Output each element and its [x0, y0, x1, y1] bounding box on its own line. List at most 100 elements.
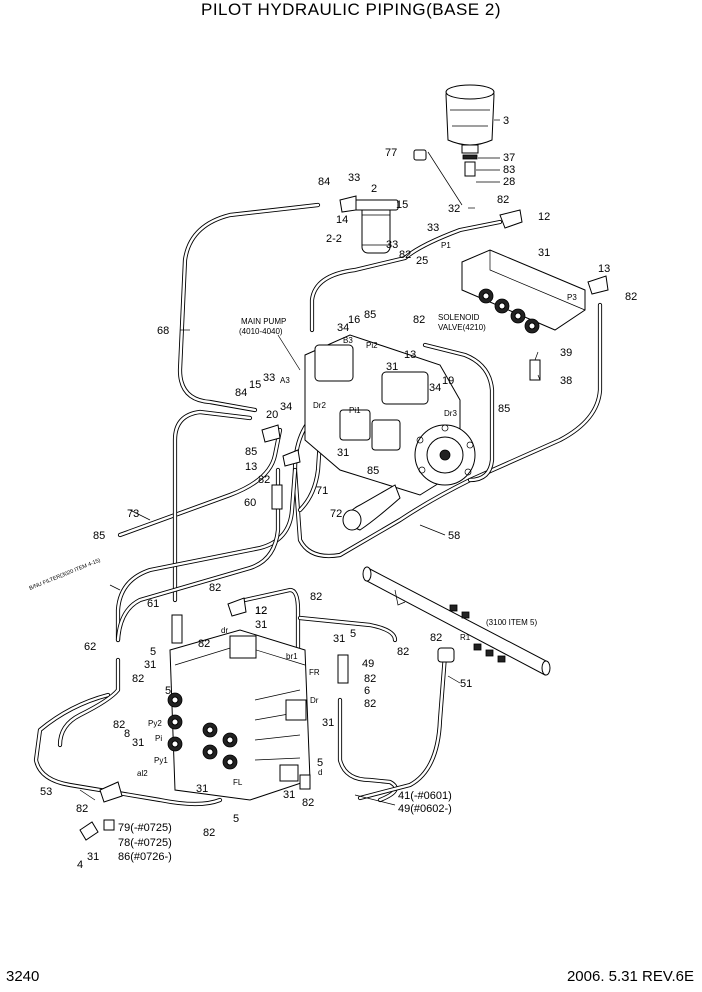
callout: 85 [498, 403, 510, 415]
callout: 85 [367, 465, 379, 477]
callout: 77 [385, 147, 397, 159]
callout: 19 [442, 375, 454, 387]
callout: 72 [330, 508, 342, 520]
callout: 82 [113, 719, 125, 731]
callout: 71 [316, 485, 328, 497]
callout: 84 [318, 176, 330, 188]
callout: 12 [255, 605, 267, 617]
solenoid-valve-ref: VALVE(4210) [438, 323, 486, 332]
callout: 4 [77, 859, 83, 871]
callout: 73 [127, 508, 139, 520]
callout: 49(#0602-) [398, 803, 452, 815]
callout: 82 [198, 638, 210, 650]
callout: 82 [203, 827, 215, 839]
callout: Dr2 [313, 401, 326, 410]
callout: 53 [40, 786, 52, 798]
callout: 85 [245, 446, 257, 458]
callout: 61 [147, 598, 159, 610]
callout: 82 [497, 194, 509, 206]
piping-diagram: MAIN PUMP (4010-4040) SOLENOID VALVE(421… [29, 84, 637, 871]
callout: 82 [364, 673, 376, 685]
callout: 12 [255, 605, 267, 617]
callout-labels: 3 77 37 83 28 32 82 12 31 13 82 P3 2 84 … [40, 115, 637, 871]
fittings [79, 149, 609, 841]
callout: P3 [567, 293, 577, 302]
callout: 49 [362, 658, 374, 670]
callout: dr [221, 626, 228, 635]
callout: R1 [460, 633, 471, 642]
callout: 85 [93, 530, 105, 542]
callout: 15 [249, 379, 261, 391]
callout: 3 [503, 115, 509, 127]
callout: 6 [364, 685, 370, 697]
callout: Pi2 [366, 341, 378, 350]
revision-date: 2006. 5.31 REV.6E [566, 968, 694, 985]
callout: 83 [503, 164, 515, 176]
callout: 31 [337, 447, 349, 459]
callout: 12 [538, 211, 550, 223]
callout: 33 [263, 372, 275, 384]
callout: 2 [371, 183, 377, 195]
callout: 86(#0726-) [118, 851, 172, 863]
callout: 79(-#0725) [118, 822, 172, 834]
callout: al2 [137, 769, 148, 778]
pipe-lines [33, 202, 603, 807]
callout: 33 [427, 222, 439, 234]
callout: 13 [404, 349, 416, 361]
callout: P1 [441, 241, 451, 250]
main-pump-label: MAIN PUMP [241, 317, 286, 326]
callout: 31 [255, 619, 267, 631]
callout: 2-2 [326, 233, 342, 245]
callout: 82 [302, 797, 314, 809]
callout: 82 [310, 591, 322, 603]
callout: 31 [87, 851, 99, 863]
callout: FR [309, 668, 320, 677]
callout: 31 [386, 361, 398, 373]
item-ref-label: (3100 ITEM 5) [486, 618, 537, 627]
callout: 82 [76, 803, 88, 815]
callout: 68 [157, 325, 169, 337]
page-number: 3240 [6, 968, 40, 985]
leader-lines [79, 119, 541, 806]
callout: 31 [144, 659, 156, 671]
main-pump [304, 334, 476, 531]
pilot-filter [445, 84, 495, 177]
callout: br1 [286, 652, 298, 661]
callout: 34 [280, 401, 292, 413]
callout: 82 [413, 314, 425, 326]
callout: 5 [165, 685, 171, 697]
callout: d [318, 768, 322, 777]
callout: 41(-#0601) [398, 790, 452, 802]
callout: 13 [245, 461, 257, 473]
callout: 15 [396, 199, 408, 211]
callout: 28 [503, 176, 515, 188]
callout: Pi [155, 734, 162, 743]
callout: 82 [430, 632, 442, 644]
callout: 84 [235, 387, 247, 399]
callout: 39 [560, 347, 572, 359]
callout: 51 [460, 678, 472, 690]
callout: 82 [397, 646, 409, 658]
callout: 33 [348, 172, 360, 184]
callout: 85 [364, 309, 376, 321]
callout: 82 [399, 249, 411, 261]
callout: 34 [337, 322, 349, 334]
callout: 82 [625, 291, 637, 303]
distribution-pipe [362, 566, 551, 676]
callout: Py2 [148, 719, 162, 728]
callout: 37 [503, 152, 515, 164]
callout: 31 [283, 789, 295, 801]
callout: 31 [132, 737, 144, 749]
callout: 13 [598, 263, 610, 275]
side-note: B/NU FILTER(3020 ITEM 4-15) [29, 558, 102, 592]
callout: 78(-#0725) [118, 837, 172, 849]
callout: A3 [280, 376, 290, 385]
callout: 32 [448, 203, 460, 215]
callout: 14 [336, 214, 348, 226]
callout: 62 [84, 641, 96, 653]
callout: 33 [386, 239, 398, 251]
callout: 31 [333, 633, 345, 645]
callout: 25 [416, 255, 428, 267]
callout: Dr [310, 696, 319, 705]
callout: 16 [348, 314, 360, 326]
